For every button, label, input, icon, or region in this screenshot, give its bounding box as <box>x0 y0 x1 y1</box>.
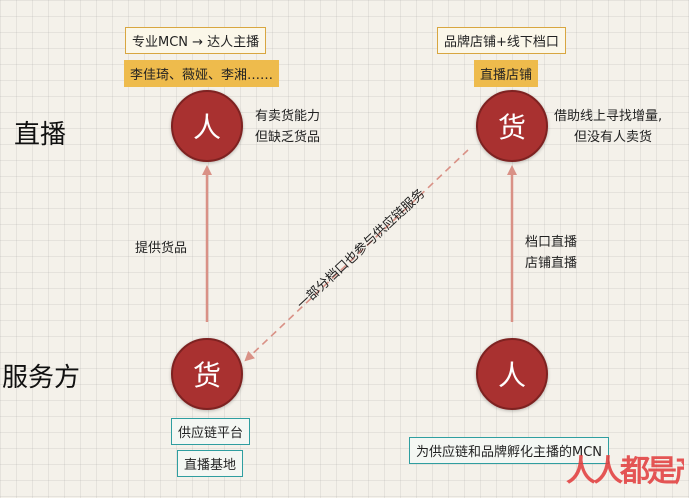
node-bottom-right-person: 人 <box>476 338 548 410</box>
label-bottom-left-box1: 供应链平台 <box>171 418 251 445</box>
row-label-bottom: 服务方 <box>2 363 81 393</box>
note-top-left-line2: 但缺乏货品 <box>255 130 321 145</box>
node-top-right-goods: 货 <box>476 90 548 162</box>
label-top-right-sub: 直播店铺 <box>474 60 539 87</box>
diagram: 直播 服务方 人 货 货 人 专业MCN → 达人主播 李佳琦、薇娅、李湘…… … <box>2 27 684 489</box>
note-right-arrow-line1: 档口直播 <box>525 235 578 250</box>
label-bottom-left-box2: 直播基地 <box>177 450 244 477</box>
note-top-right-line1: 借助线上寻找增量, <box>554 109 663 124</box>
note-left-arrow: 提供货品 <box>135 241 188 256</box>
row-label-top: 直播 <box>14 120 67 150</box>
watermark-logo: 人人都是产品经理 <box>566 446 684 498</box>
arrows-layer <box>202 149 517 362</box>
note-top-right-line2: 但没有人卖货 <box>574 130 653 145</box>
note-top-left-line1: 有卖货能力 <box>255 109 321 124</box>
node-top-left-person: 人 <box>171 90 243 162</box>
label-bottom-right-box: 为供应链和品牌孵化主播的MCN <box>409 437 610 464</box>
label-top-left-box: 专业MCN → 达人主播 <box>125 27 267 54</box>
note-right-arrow-line2: 店铺直播 <box>525 256 578 271</box>
node-bottom-left-goods: 货 <box>171 338 243 410</box>
label-top-left-names: 李佳琦、薇娅、李湘…… <box>124 60 280 87</box>
note-top-right: 借助线上寻找增量, 但没有人卖货 <box>554 106 662 148</box>
watermark-text: 人人都是产品经理 <box>566 454 684 489</box>
note-right-arrow: 档口直播 店铺直播 <box>525 232 577 274</box>
arrow-diagonal-dashed <box>244 149 469 362</box>
label-top-right-box: 品牌店铺+线下档口 <box>437 27 566 54</box>
note-top-left: 有卖货能力 但缺乏货品 <box>255 106 320 148</box>
